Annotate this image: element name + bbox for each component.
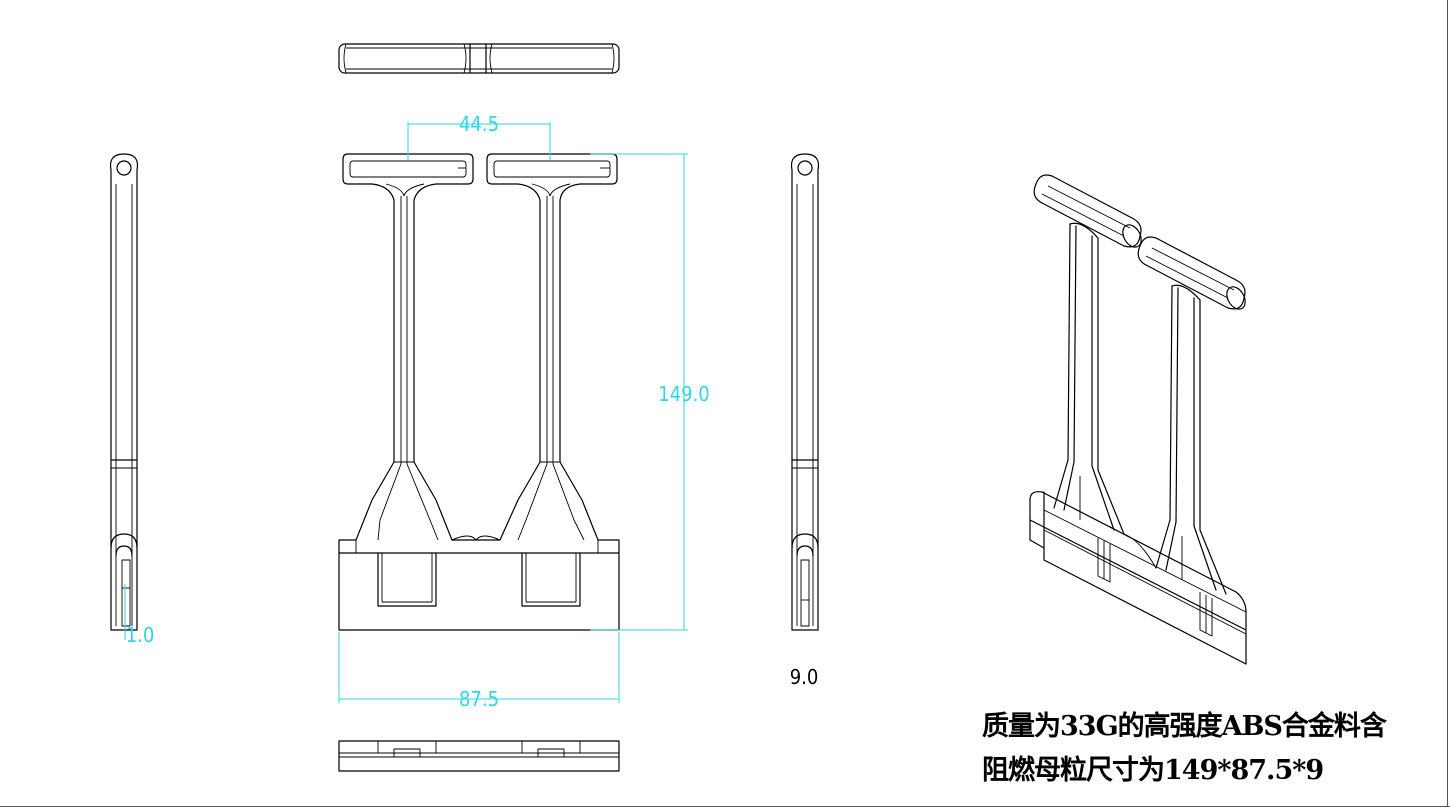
dimension-pitch: 44.5 <box>407 112 551 160</box>
dimension-width-label: 87.5 <box>459 687 499 711</box>
dimension-height: 149.0 <box>590 153 710 631</box>
frame-right-border <box>1447 0 1448 806</box>
front-view <box>338 153 620 631</box>
material-note-line1: 质量为33G的高强度ABS合金料含 <box>982 711 1387 742</box>
top-view <box>338 43 620 74</box>
dimension-thickness: 9.0 <box>790 665 819 689</box>
right-side-view <box>790 153 820 631</box>
left-side-view <box>109 153 139 631</box>
dimension-height-label: 149.0 <box>658 382 710 406</box>
isometric-view <box>1029 174 1247 665</box>
dimension-width: 87.5 <box>338 632 620 711</box>
bottom-view <box>338 740 620 772</box>
dimension-wall: 1.0 <box>124 584 155 647</box>
dimension-thickness-label: 9.0 <box>790 665 819 689</box>
dimension-pitch-label: 44.5 <box>459 112 499 136</box>
frame-bottom-border <box>0 806 1450 807</box>
material-note-line2: 阻燃母粒尺寸为149*87.5*9 <box>982 755 1324 786</box>
dimension-wall-label: 1.0 <box>126 623 155 647</box>
